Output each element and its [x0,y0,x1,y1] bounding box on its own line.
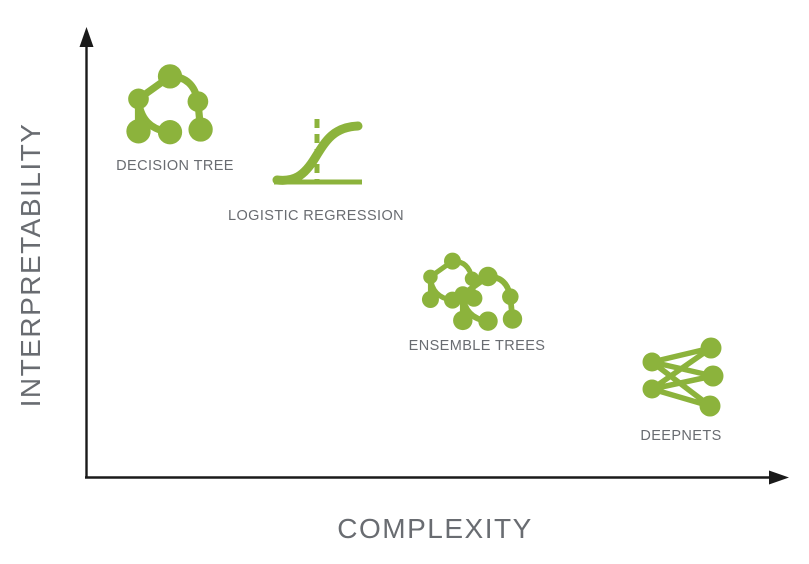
decision-tree-label: DECISION TREE [116,158,234,174]
y-axis-arrowhead [79,27,94,47]
item-ensemble-trees: ENSEMBLE TREES [409,253,546,354]
item-decision-tree: DECISION TREE [116,64,234,174]
x-axis-label: COMPLEXITY [337,513,532,544]
item-deepnets: DEEPNETS [640,338,724,444]
logistic-regression-label: LOGISTIC REGRESSION [228,208,404,224]
y-axis-label: INTERPRETABILITY [15,123,46,408]
x-axis [85,470,789,485]
sigmoid-curve-icon [274,119,362,184]
ensemble-trees-label: ENSEMBLE TREES [409,338,546,354]
x-axis-arrowhead [769,470,789,485]
item-logistic-regression: LOGISTIC REGRESSION [228,119,404,224]
neural-network-icon [643,338,724,417]
deepnets-label: DEEPNETS [640,428,721,444]
y-axis [79,27,94,478]
ensemble-trees-icon [422,253,522,331]
decision-tree-icon [126,64,212,144]
